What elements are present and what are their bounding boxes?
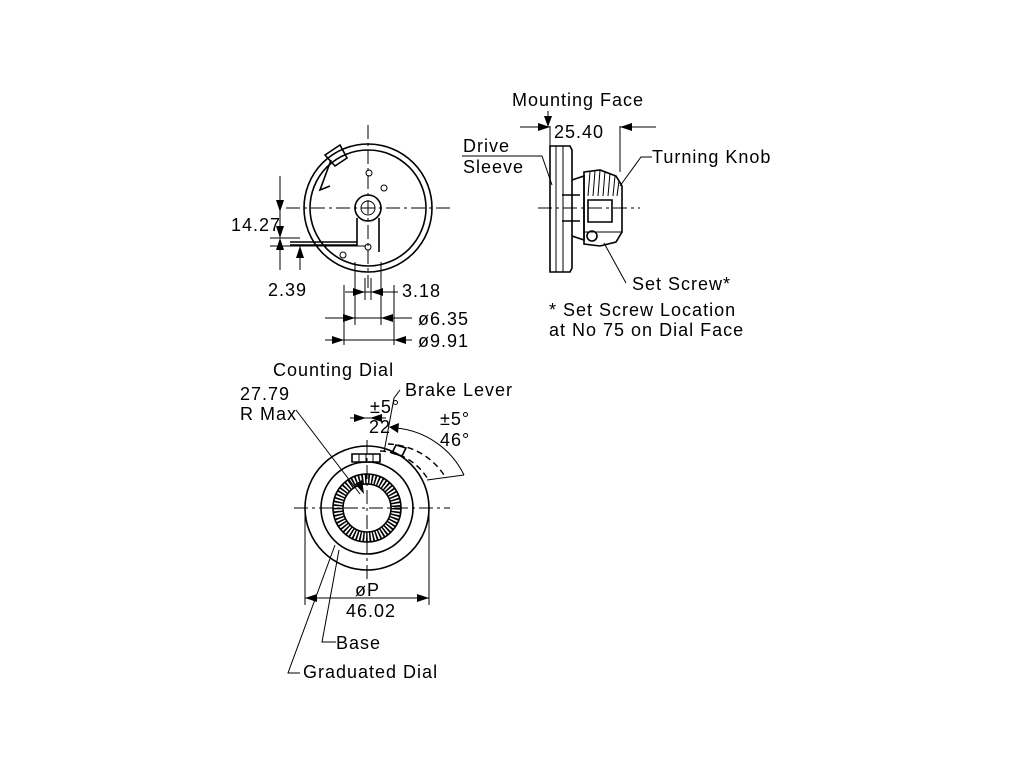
tolerance-5-left: ±5° xyxy=(370,397,400,417)
set-screw-label: Set Screw* xyxy=(632,274,731,294)
tolerance-5-right: ±5° xyxy=(440,409,470,429)
dim-dia-6-35: ø6.35 xyxy=(418,309,469,329)
turning-knob-label: Turning Knob xyxy=(652,147,771,167)
dim-dia-9-91: ø9.91 xyxy=(418,331,469,351)
dim-dia-p: øP xyxy=(355,580,380,600)
dim-3-18: 3.18 xyxy=(402,281,441,301)
angle-46: 46° xyxy=(440,430,470,450)
front-view xyxy=(287,389,465,674)
dim-14-27: 14.27 xyxy=(231,215,281,235)
graduated-dial-ticks xyxy=(333,474,401,542)
angle-22: 22 xyxy=(369,417,391,437)
r-max-label: R Max xyxy=(240,404,297,424)
counting-dial-label: Counting Dial xyxy=(273,360,394,380)
r-max-value: 27.79 xyxy=(240,384,290,404)
dim-2-39: 2.39 xyxy=(268,280,307,300)
mounting-face-label: Mounting Face xyxy=(512,90,644,110)
set-screw-note-2: at No 75 on Dial Face xyxy=(549,320,744,340)
rear-view xyxy=(270,125,452,345)
drive-label: Drive xyxy=(463,136,510,156)
graduated-dial-label: Graduated Dial xyxy=(303,662,438,682)
dim-46-02: 46.02 xyxy=(346,601,396,621)
set-screw-note-1: * Set Screw Location xyxy=(549,300,736,320)
side-view xyxy=(462,111,656,284)
sleeve-label: Sleeve xyxy=(463,157,524,177)
dim-25-40: 25.40 xyxy=(554,122,604,142)
brake-lever-label: Brake Lever xyxy=(405,380,513,400)
base-label: Base xyxy=(336,633,381,653)
